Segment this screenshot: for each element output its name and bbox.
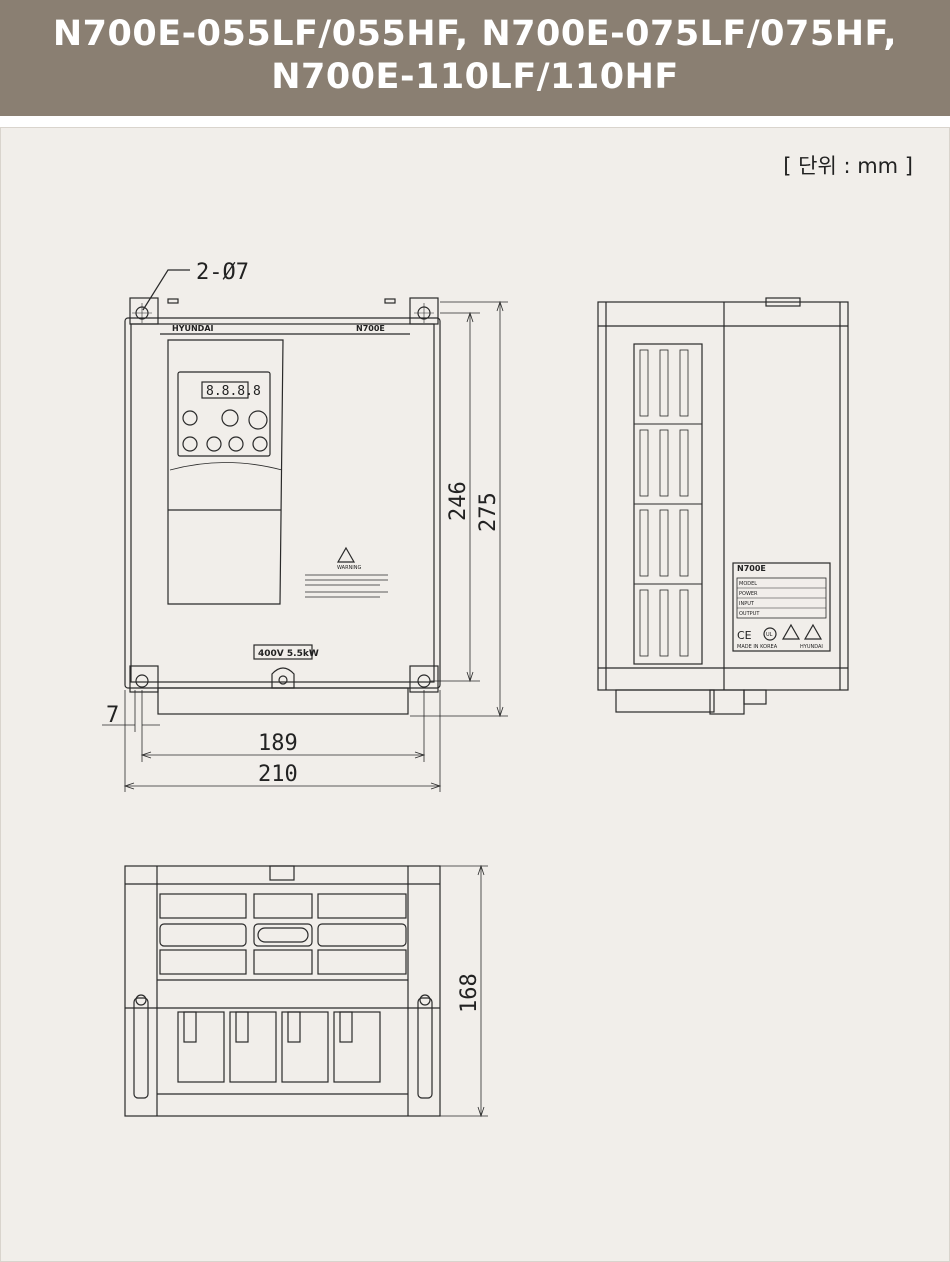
svg-text:8.8.8.8: 8.8.8.8 [206, 384, 261, 399]
nameplate-brand: HYUNDAI [800, 644, 823, 650]
key-enter [252, 436, 268, 452]
dim-height-outer: 275 [476, 492, 501, 532]
rating-text: 400V 5.5kW [258, 649, 319, 659]
vent-slot [659, 589, 669, 657]
terminal-block [177, 1011, 225, 1083]
operator-panel [167, 339, 284, 605]
brand-text: HYUNDAI [172, 324, 214, 333]
vent-slot [639, 509, 649, 577]
nameplate [732, 562, 831, 652]
nameplate-model: N700E [737, 564, 766, 573]
vent-slot [659, 349, 669, 417]
vent-slot [639, 429, 649, 497]
mount-hole-bl [135, 674, 149, 688]
vent-slot [659, 429, 669, 497]
caution-icon [803, 623, 823, 640]
title-banner: N700E-055LF/055HF, N700E-075LF/075HF, N7… [0, 0, 950, 116]
dim-width-outer: 210 [258, 762, 298, 787]
hole-callout: 2-Ø7 [196, 260, 249, 285]
dim-offset: 7 [106, 703, 119, 728]
terminal-screw [339, 1011, 353, 1043]
front-view: 2-Ø7 HYUNDAI N700E 8.8.8.8 WA [102, 260, 508, 792]
vent-slot [679, 589, 689, 657]
key-run [221, 409, 239, 427]
key-down [228, 436, 244, 452]
side-view: N700E MODEL POWER INPUT OUTPUT CE UL MAD… [597, 297, 849, 715]
vent-slot [659, 509, 669, 577]
unit-label: [ 단위 : mm ] [783, 154, 913, 178]
terminal-block [229, 1011, 277, 1083]
dim-width-inner: 189 [258, 731, 298, 756]
vent-slot [679, 509, 689, 577]
rating-plate [253, 644, 313, 660]
terminal-screw [235, 1011, 249, 1043]
bottom-view: 168 [124, 864, 488, 1118]
center-knockout [257, 927, 309, 943]
terminal-block [333, 1011, 381, 1083]
terminal-screw [183, 1011, 197, 1043]
vent-slot [679, 349, 689, 417]
model-mark: N700E [356, 324, 385, 333]
dim-height-inner: 246 [446, 481, 471, 521]
key-store [182, 436, 198, 452]
warning-title: WARNING [337, 565, 362, 571]
ce-mark: CE [737, 629, 752, 642]
key-stop [248, 410, 268, 430]
warning-triangle-icon [336, 546, 356, 563]
vent-slot [639, 589, 649, 657]
nameplate-row-model: MODEL [739, 581, 757, 587]
terminal-screw [287, 1011, 301, 1043]
title-line-2: N700E-110LF/110HF [271, 57, 679, 97]
led-display [201, 381, 249, 399]
nameplate-row-output: OUTPUT [739, 611, 760, 617]
key-func [182, 410, 198, 426]
nameplate-made-in: MADE IN KOREA [737, 644, 778, 650]
key-up [206, 436, 222, 452]
title-line-1: N700E-055LF/055HF, N700E-075LF/075HF, [52, 14, 898, 54]
vent-slot [639, 349, 649, 417]
ul-mark: UL [766, 632, 773, 638]
nameplate-row-input: INPUT [739, 601, 755, 607]
mount-hole-br [417, 674, 431, 688]
nameplate-row-power: POWER [739, 591, 758, 597]
side-housing [597, 301, 849, 691]
ul-mark-icon [763, 627, 777, 641]
terminal-block [281, 1011, 329, 1083]
dim-depth: 168 [457, 973, 482, 1013]
shock-warning-icon [781, 623, 801, 640]
vent-slot [679, 429, 689, 497]
